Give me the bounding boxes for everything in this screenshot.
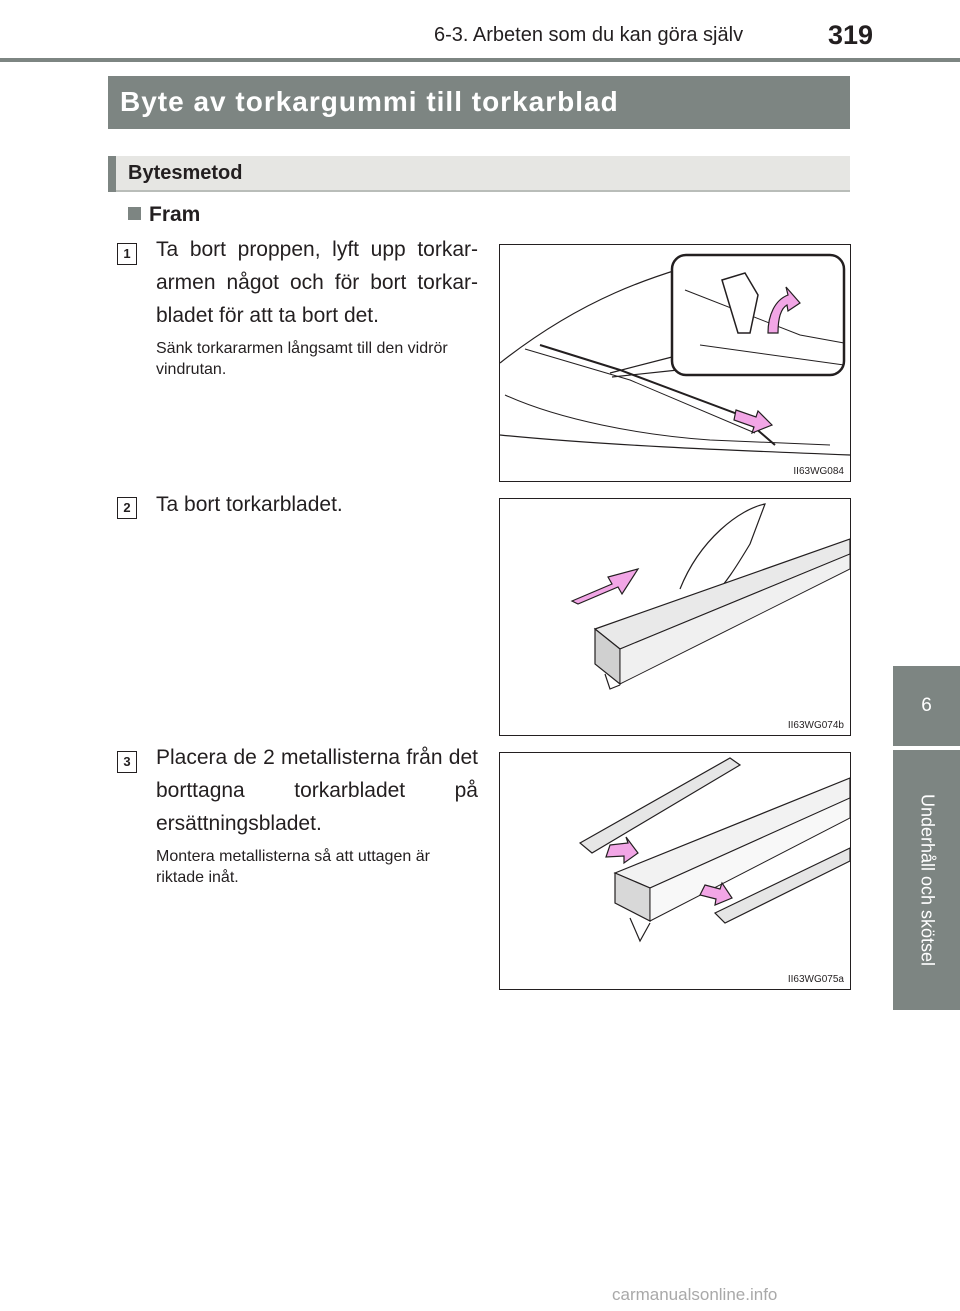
wiper-arm-illustration <box>500 253 850 456</box>
step-3-note: Montera metallisterna så att uttagen är … <box>156 848 430 886</box>
figure-remove-blade: II63WG074b <box>499 498 851 736</box>
watermark-link[interactable]: carmanualsonline.info <box>612 1285 778 1304</box>
chapter-tab[interactable]: Underhåll och skötsel <box>893 750 960 1010</box>
chapter-tab-label: Underhåll och skötsel <box>917 793 937 967</box>
figure-code: II63WG084 <box>793 466 844 477</box>
step-number-2: 2 <box>117 497 137 519</box>
step-1-text: Ta bort proppen, lyft upp torkar-armen n… <box>156 238 478 327</box>
step-2-text: Ta bort torkarbladet. <box>156 493 343 516</box>
header-divider <box>0 58 960 62</box>
metal-strip-illustration <box>578 757 850 943</box>
figure-code: II63WG075a <box>787 974 844 985</box>
figure-code: II63WG074b <box>787 720 844 731</box>
chapter-tab-number[interactable]: 6 <box>893 666 960 746</box>
section-heading-text: Byte av torkargummi till torkarblad <box>120 86 619 117</box>
subsection-title: Fram <box>128 203 200 227</box>
figure-wiper-arm-lift: II63WG084 <box>499 244 851 482</box>
step-1-note: Sänk torkararmen långsamt till den vidrö… <box>156 340 448 378</box>
page-number: 319 <box>828 20 874 50</box>
section-heading: Byte av torkargummi till torkarblad <box>108 76 850 129</box>
subheading: Bytesmetod <box>108 156 850 192</box>
step-3-text: Placera de 2 metallisterna från det bort… <box>156 746 478 835</box>
subheading-text: Bytesmetod <box>128 162 243 184</box>
header-section-title: 6-3. Arbeten som du kan göra själv <box>434 24 744 46</box>
subsection-title-text: Fram <box>149 203 201 226</box>
blade-removal-illustration <box>570 503 850 690</box>
figure-metal-strips: II63WG075a <box>499 752 851 990</box>
square-bullet-icon <box>128 207 141 220</box>
step-number-1: 1 <box>117 243 137 265</box>
subheading-accent <box>108 156 116 192</box>
step-number-3: 3 <box>117 751 137 773</box>
